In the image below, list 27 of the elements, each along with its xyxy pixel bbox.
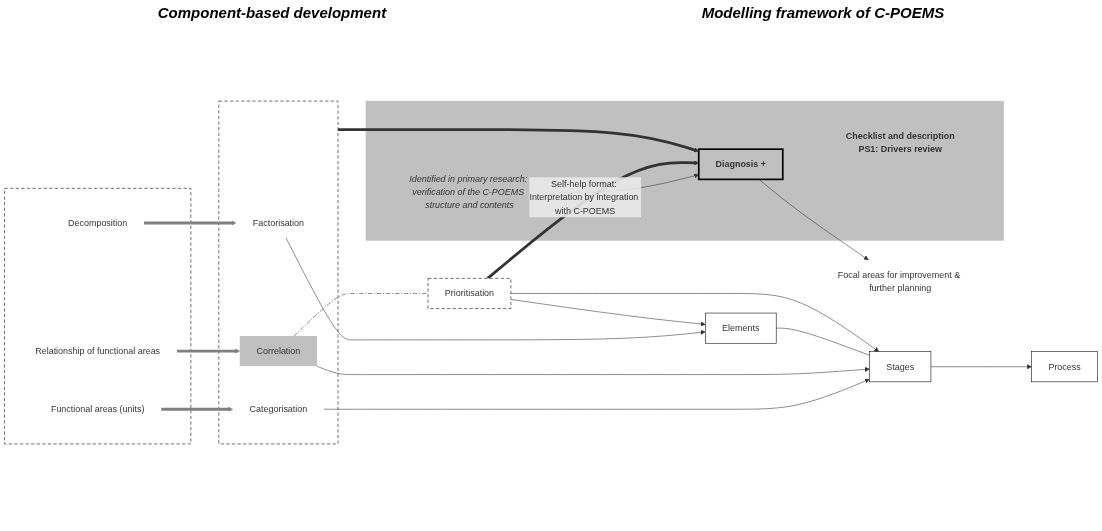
arrow bbox=[176, 348, 240, 354]
cluster bbox=[4, 188, 192, 445]
column-heading: Modelling framework of C-POEMS bbox=[701, 4, 945, 21]
node-text: Categorisation bbox=[249, 404, 308, 414]
edge-label: Self-help format: Interpretation by integration with C-POEMS bbox=[529, 178, 639, 216]
node-label: Checklist and description bbox=[845, 130, 955, 141]
connector bbox=[775, 327, 870, 356]
node-box: Prioritisation bbox=[427, 278, 512, 309]
node-text: Focal areas for improvement & further planning bbox=[837, 269, 961, 293]
arrow bbox=[161, 406, 233, 412]
node-text: Factorisation bbox=[252, 217, 305, 228]
cluster bbox=[218, 100, 339, 445]
node-text: Decomposition bbox=[68, 217, 128, 228]
connector bbox=[293, 293, 429, 337]
node-box: Correlation bbox=[239, 336, 318, 367]
arrow bbox=[338, 128, 699, 153]
node-text: Relationship of functional areas bbox=[35, 346, 161, 356]
node-label: PS1: Drivers review bbox=[858, 144, 942, 154]
node-box: Diagnosis + bbox=[697, 148, 784, 181]
node-text: Functional areas (units) bbox=[50, 404, 145, 414]
node-box: Elements bbox=[705, 312, 777, 344]
node-box: Stages bbox=[869, 351, 932, 383]
arrow bbox=[144, 220, 237, 226]
column-heading: Component-based development bbox=[157, 4, 387, 21]
cluster bbox=[365, 100, 1004, 241]
node-text: Identified in primary research: verification of the C-POEMS structure and contents bbox=[409, 173, 528, 211]
node-box: Process bbox=[1031, 351, 1098, 383]
